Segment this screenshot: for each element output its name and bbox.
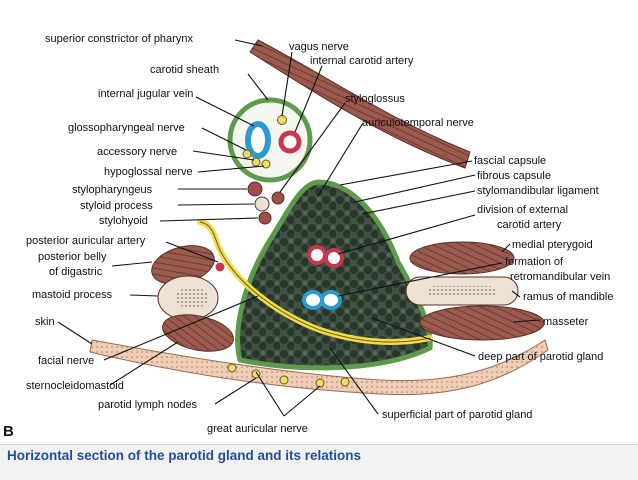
label-skin: skin xyxy=(35,316,55,328)
label-superficial-part-parotid: superficial part of parotid gland xyxy=(382,409,532,421)
label-stylopharyngeus: stylopharyngeus xyxy=(72,184,153,196)
glossopharyngeal-nerve-dot xyxy=(242,149,252,159)
stylohyoid xyxy=(258,211,272,225)
accessory-nerve-dot xyxy=(251,157,261,167)
hypoglossal-nerve-dot xyxy=(261,159,271,169)
retromandibular-vein-2 xyxy=(320,290,342,310)
label-internal-carotid-artery: internal carotid artery xyxy=(310,55,414,67)
label-internal-jugular-vein: internal jugular vein xyxy=(98,88,193,100)
label-formation-retromandibular-1: formation of xyxy=(505,256,564,268)
label-sternocleidomastoid: sternocleidomastoid xyxy=(26,380,124,392)
label-facial-nerve: facial nerve xyxy=(38,355,94,367)
great-auricular-nerve-dot xyxy=(227,363,237,373)
masseter xyxy=(419,305,545,341)
label-hypoglossal-nerve: hypoglossal nerve xyxy=(104,166,193,178)
label-division-external-carotid-1: division of external xyxy=(477,204,568,216)
label-styloglossus: styloglossus xyxy=(345,93,405,105)
label-stylohyoid: stylohyoid xyxy=(99,215,148,227)
stylopharyngeus xyxy=(247,181,263,197)
panel-letter: B xyxy=(3,423,14,440)
label-ramus-of-mandible: ramus of mandible xyxy=(523,291,614,303)
label-parotid-lymph-nodes: parotid lymph nodes xyxy=(98,399,198,411)
styloglossus xyxy=(271,191,285,205)
label-fascial-capsule: fascial capsule xyxy=(474,155,546,167)
vagus-nerve xyxy=(277,115,287,125)
label-styloid-process: styloid process xyxy=(80,200,153,212)
external-carotid-division-2 xyxy=(324,248,344,268)
label-formation-retromandibular-2: retromandibular vein xyxy=(510,271,610,283)
superior-constrictor-muscle xyxy=(249,39,471,169)
label-auriculotemporal-nerve: auriculotemporal nerve xyxy=(362,117,474,129)
label-medial-pterygoid: medial pterygoid xyxy=(512,239,593,251)
sternocleidomastoid xyxy=(162,314,234,352)
internal-carotid-artery xyxy=(278,130,302,154)
figure-caption: Horizontal section of the parotid gland … xyxy=(7,448,362,463)
label-great-auricular-nerve: great auricular nerve xyxy=(207,423,308,435)
label-masseter: masseter xyxy=(543,316,589,328)
parotid-lymph-node-4 xyxy=(340,377,350,387)
parotid-lymph-node-3 xyxy=(315,378,325,388)
ramus-marrow xyxy=(428,286,496,296)
parotid-lymph-node-2 xyxy=(279,375,289,385)
label-vagus-nerve: vagus nerve xyxy=(289,41,349,53)
mastoid-air-cells xyxy=(176,287,208,309)
caption-bar xyxy=(0,444,638,480)
label-division-external-carotid-2: carotid artery xyxy=(497,219,562,231)
label-mastoid-process: mastoid process xyxy=(32,289,113,301)
label-carotid-sheath: carotid sheath xyxy=(150,64,219,76)
leader-lines xyxy=(57,39,541,417)
label-posterior-auricular-artery: posterior auricular artery xyxy=(26,235,146,247)
label-posterior-belly-2: of digastric xyxy=(49,266,103,278)
internal-jugular-vein xyxy=(245,121,271,159)
label-glossopharyngeal-nerve: glossopharyngeal nerve xyxy=(68,122,185,134)
label-accessory-nerve: accessory nerve xyxy=(97,146,177,158)
styloid-process xyxy=(254,196,270,212)
label-deep-part-parotid: deep part of parotid gland xyxy=(478,351,603,363)
external-carotid-division-1 xyxy=(307,245,327,265)
skin-layer xyxy=(89,339,549,396)
label-superior-constrictor: superior constrictor of pharynx xyxy=(45,33,193,45)
label-fibrous-capsule: fibrous capsule xyxy=(477,170,551,182)
facial-nerve-outline xyxy=(199,221,431,343)
label-stylomandibular-ligament: stylomandibular ligament xyxy=(477,185,599,197)
label-posterior-belly-1: posterior belly xyxy=(38,251,107,263)
medial-pterygoid xyxy=(409,241,515,275)
posterior-auricular-artery xyxy=(215,262,225,272)
retromandibular-vein-1 xyxy=(302,290,324,310)
